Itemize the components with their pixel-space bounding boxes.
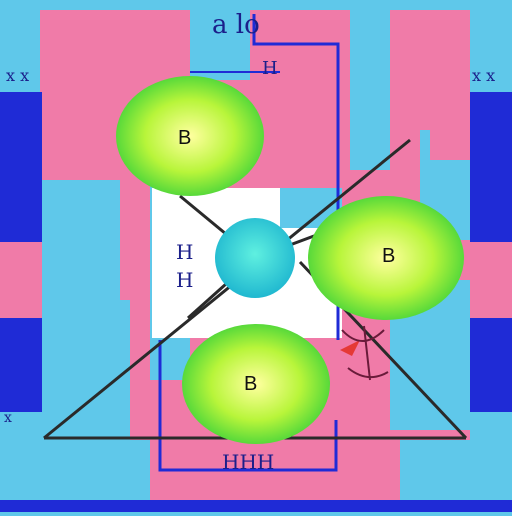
blue-bar-right-bottom: [470, 318, 512, 412]
atom-b-top-label: B: [178, 127, 191, 149]
blue-bar-left-bottom: [0, 318, 42, 412]
blue-outline-top: [252, 14, 340, 340]
atom-b-bottom-label: B: [244, 373, 257, 395]
cyan-strip-right-top: [350, 10, 390, 170]
label-top: a lo: [212, 10, 260, 40]
red-marker: [340, 340, 360, 356]
label-bottom: HHH: [222, 450, 275, 474]
pink-tab-left: [0, 242, 42, 318]
atom-b-bottom: [182, 324, 330, 444]
label-h-top: H: [262, 58, 278, 79]
atom-b-top: [116, 76, 264, 196]
label-h-left-2: H: [176, 268, 194, 292]
label-x-right: x x: [472, 66, 496, 85]
pink-right-top: [390, 10, 470, 100]
scribble-mark: [341, 325, 389, 381]
cyan-panel-top-left: [40, 10, 180, 80]
blue-outline-bottom: [158, 340, 338, 472]
label-x-left: x x: [6, 66, 30, 85]
atom-b-right-label: B: [382, 245, 395, 267]
cyan-left-mid: [40, 180, 120, 310]
pink-right-mid: [430, 100, 470, 160]
bond-diagonal-long: [43, 138, 411, 440]
blue-bar-bottom: [0, 500, 512, 512]
cyan-strip-top-center: [190, 10, 250, 80]
pink-tab-right: [470, 242, 512, 318]
blue-bar-left-top: [0, 92, 42, 242]
atom-center: [215, 218, 295, 298]
label-x-bottom-left: x: [4, 410, 12, 426]
atom-b-right: [308, 196, 464, 320]
label-h-left-1: H: [176, 240, 194, 264]
cyan-bottom-left: [40, 300, 130, 440]
blue-bar-right-top: [470, 92, 512, 242]
